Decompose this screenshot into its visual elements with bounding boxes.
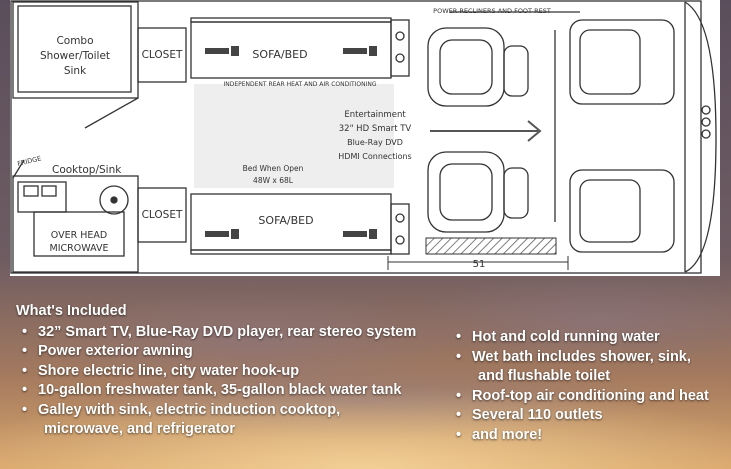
seatbelt-icons <box>205 46 377 239</box>
rear-heat-label: INDEPENDENT REAR HEAT AND AIR CONDITIONI… <box>223 81 376 88</box>
recliners-label: POWER RECLINERS AND FOOT REST <box>433 7 551 15</box>
step-area <box>425 237 557 255</box>
feature-item: 32” Smart TV, Blue-Ray DVD player, rear … <box>16 323 436 343</box>
microwave <box>33 211 125 257</box>
sink <box>99 185 129 215</box>
rv-outline <box>10 0 702 274</box>
bed-label-2: 48W x 68L <box>253 176 294 185</box>
features-right-column: Hot and cold running water Wet bath incl… <box>450 328 725 445</box>
entertainment-label-3: Blue-Ray DVD <box>347 138 403 147</box>
microwave-label-1: OVER HEAD <box>51 230 107 241</box>
side-table-bottom <box>390 203 410 255</box>
sofa-bottom-label: SOFA/BED <box>258 214 313 227</box>
feature-item: and more! <box>450 426 725 446</box>
floorplan-background <box>10 0 720 276</box>
closet-bottom-label: CLOSET <box>142 209 183 221</box>
bath-label-2: Shower/Toilet <box>40 50 110 62</box>
features-left-list: 32” Smart TV, Blue-Ray DVD player, rear … <box>16 323 436 440</box>
front-cab <box>684 1 717 273</box>
features-right-list: Hot and cold running water Wet bath incl… <box>450 328 725 445</box>
bed-overlay <box>194 84 394 188</box>
closet-bottom <box>137 187 187 243</box>
bath-label-1: Combo <box>56 35 93 47</box>
feature-item: Power exterior awning <box>16 342 436 362</box>
feature-item: 10-gallon freshwater tank, 35-gallon bla… <box>16 381 436 401</box>
feature-item: Roof-top air conditioning and heat <box>450 387 725 407</box>
rv-floorplan: Combo Shower/Toilet Sink CLOSET SOFA/BED… <box>10 0 720 276</box>
closet-top <box>137 27 187 83</box>
bath-door <box>84 97 139 129</box>
feature-item: Hot and cold running water <box>450 328 725 348</box>
direction-arrow <box>430 120 542 142</box>
feature-item: Shore electric line, city water hook-up <box>16 362 436 382</box>
side-table-top <box>390 19 410 77</box>
entertainment-label-4: HDMI Connections <box>338 152 411 161</box>
sofa-top-label: SOFA/BED <box>252 48 307 61</box>
features-left-column: What's Included 32” Smart TV, Blue-Ray D… <box>16 302 436 440</box>
feature-item: Galley with sink, electric induction coo… <box>16 401 436 421</box>
feature-item-continuation: microwave, and refrigerator <box>44 421 235 437</box>
dimension-label: 51 <box>473 259 486 270</box>
entertainment-label-2: 32" HD Smart TV <box>339 124 412 134</box>
bed-label-1: Bed When Open <box>243 164 304 173</box>
bath-label-3: Sink <box>64 65 87 77</box>
entertainment-label-1: Entertainment <box>344 110 406 120</box>
feature-item: Wet bath includes shower, sink, <box>450 348 725 368</box>
feature-item-continuation: and flushable toilet <box>478 368 611 384</box>
driver-seat <box>569 19 675 105</box>
recliner-top <box>427 27 529 107</box>
floorplan-drawing: Combo Shower/Toilet Sink CLOSET SOFA/BED… <box>10 0 720 276</box>
passenger-seat <box>569 169 675 253</box>
microwave-label-2: MICROWAVE <box>50 243 109 254</box>
fridge-marker <box>12 159 25 179</box>
recliner-bottom <box>427 151 529 233</box>
cooktop-label: Cooktop/Sink <box>52 164 122 176</box>
dimension-line <box>387 256 569 270</box>
feature-item: Several 110 outlets <box>450 406 725 426</box>
closet-top-label: CLOSET <box>142 49 183 61</box>
features-heading: What's Included <box>16 303 127 319</box>
